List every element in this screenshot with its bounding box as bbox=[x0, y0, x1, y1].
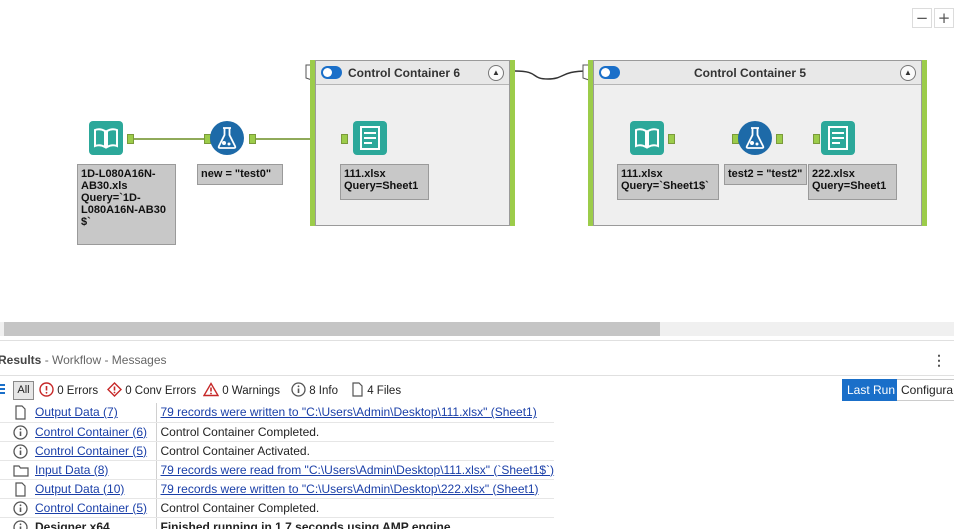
container-output-bar bbox=[922, 60, 927, 226]
warning-icon bbox=[202, 382, 220, 397]
message-row[interactable]: Control Container (5) Control Container C… bbox=[0, 498, 555, 518]
output-data-tool[interactable] bbox=[820, 120, 856, 156]
filter-all-button[interactable]: All bbox=[13, 381, 34, 400]
input-anchor[interactable] bbox=[813, 134, 820, 144]
message-row[interactable]: Output Data (7) 79 records were written t… bbox=[0, 403, 555, 423]
info-icon bbox=[0, 441, 32, 461]
message-row[interactable]: Control Container (6) Control Container C… bbox=[0, 422, 555, 442]
info-icon bbox=[0, 498, 32, 518]
info-icon bbox=[291, 382, 306, 397]
input-data-tool[interactable] bbox=[629, 120, 665, 156]
container-input-bar bbox=[310, 60, 315, 226]
more-options-icon[interactable]: ⋮ bbox=[932, 352, 946, 368]
list-view-icon[interactable] bbox=[0, 381, 6, 399]
message-text: Control Container Activated. bbox=[160, 443, 310, 458]
tool-annotation: 1D-L080A16N- AB30.xls Query=`1D- L080A16… bbox=[77, 164, 176, 245]
results-header: Results - Workflow - Messages ⋮ bbox=[0, 340, 954, 376]
zoom-in-button[interactable]: + bbox=[934, 8, 954, 28]
filter-warnings-button[interactable]: 0 Warnings bbox=[202, 382, 280, 400]
message-tool-link[interactable]: Control Container (5) bbox=[35, 500, 148, 515]
output-anchor[interactable] bbox=[668, 134, 675, 144]
file-icon bbox=[0, 479, 32, 499]
workflow-canvas[interactable]: − + Control Container 6 ▲ Control Contai… bbox=[0, 0, 954, 322]
results-panel: Results - Workflow - Messages ⋮ All 0 Er… bbox=[0, 340, 954, 529]
folder-icon bbox=[0, 460, 32, 480]
tool-annotation: test2 = "test2" bbox=[724, 164, 807, 185]
tool-annotation: 111.xlsx Query=Sheet1 bbox=[340, 164, 429, 200]
message-tool-link[interactable]: Output Data (7) bbox=[35, 405, 118, 420]
configuration-button[interactable]: Configura bbox=[897, 379, 954, 401]
output-anchor[interactable] bbox=[127, 134, 134, 144]
tool-annotation: new = "test0" bbox=[197, 164, 283, 185]
message-tool-link[interactable]: Control Container (6) bbox=[35, 424, 148, 439]
input-anchor[interactable] bbox=[341, 134, 348, 144]
message-row[interactable]: Control Container (5) Control Container A… bbox=[0, 441, 555, 461]
tool-annotation: 222.xlsx Query=Sheet1 bbox=[808, 164, 897, 200]
message-tool-link[interactable]: Input Data (8) bbox=[35, 462, 109, 477]
filter-files-button[interactable]: 4 Files bbox=[351, 382, 401, 400]
book-icon bbox=[630, 121, 664, 155]
formula-tool[interactable] bbox=[209, 120, 245, 156]
output-data-tool[interactable] bbox=[352, 120, 388, 156]
output-anchor[interactable] bbox=[249, 134, 256, 144]
container-toggle[interactable] bbox=[321, 66, 342, 79]
container-title: Control Container 6 bbox=[348, 66, 461, 80]
horizontal-scrollbar[interactable] bbox=[0, 322, 954, 336]
collapse-icon[interactable]: ▲ bbox=[488, 65, 504, 81]
messages-table: Output Data (7) 79 records were written t… bbox=[0, 403, 555, 529]
last-run-button[interactable]: Last Run bbox=[842, 379, 901, 401]
filter-bar: All 0 Errors 0 Conv Errors 0 Warnings 8 … bbox=[0, 377, 954, 403]
message-row[interactable]: Input Data (8) 79 records were read from … bbox=[0, 460, 555, 480]
container-header: Control Container 5 ▲ bbox=[594, 61, 921, 85]
message-tool-link[interactable]: Control Container (5) bbox=[35, 443, 148, 458]
flask-icon bbox=[738, 121, 772, 155]
file-icon bbox=[0, 403, 32, 423]
conv-error-icon bbox=[107, 382, 122, 397]
formula-tool[interactable] bbox=[737, 120, 773, 156]
message-row[interactable]: Designer x64 Finished running in 1.7 seco… bbox=[0, 517, 555, 529]
container-title: Control Container 5 bbox=[694, 66, 807, 80]
message-text: Control Container Completed. bbox=[160, 500, 320, 515]
zoom-out-button[interactable]: − bbox=[912, 8, 932, 28]
message-text[interactable]: 79 records were written to "C:\Users\Adm… bbox=[160, 405, 537, 420]
info-icon bbox=[0, 517, 32, 529]
scrollbar-thumb[interactable] bbox=[4, 322, 660, 336]
message-text[interactable]: 79 records were written to "C:\Users\Adm… bbox=[160, 481, 539, 496]
output-anchor[interactable] bbox=[776, 134, 783, 144]
container-output-bar bbox=[510, 60, 515, 226]
input-data-tool[interactable] bbox=[88, 120, 124, 156]
message-tool-link[interactable]: Output Data (10) bbox=[35, 481, 125, 496]
info-icon bbox=[0, 422, 32, 442]
book-icon bbox=[89, 121, 123, 155]
flask-icon bbox=[210, 121, 244, 155]
container-toggle[interactable] bbox=[599, 66, 620, 79]
document-icon bbox=[353, 121, 387, 155]
file-icon bbox=[352, 382, 363, 397]
container-header: Control Container 6 ▲ bbox=[316, 61, 509, 85]
message-tool-link: Designer x64 bbox=[35, 519, 110, 529]
message-text[interactable]: 79 records were read from "C:\Users\Admi… bbox=[160, 462, 555, 477]
tool-annotation: 111.xlsx Query=`Sheet1$` bbox=[617, 164, 719, 200]
filter-errors-button[interactable]: 0 Errors bbox=[39, 382, 98, 400]
filter-info-button[interactable]: 8 Info bbox=[291, 382, 338, 400]
results-title: Results - Workflow - Messages bbox=[0, 353, 167, 367]
error-icon bbox=[39, 382, 54, 397]
collapse-icon[interactable]: ▲ bbox=[900, 65, 916, 81]
filter-conv-errors-button[interactable]: 0 Conv Errors bbox=[107, 382, 196, 400]
message-text: Finished running in 1.7 seconds using AM… bbox=[160, 519, 451, 529]
message-row[interactable]: Output Data (10) 79 records were written … bbox=[0, 479, 555, 499]
message-text: Control Container Completed. bbox=[160, 424, 320, 439]
container-input-bar bbox=[588, 60, 593, 226]
document-icon bbox=[821, 121, 855, 155]
